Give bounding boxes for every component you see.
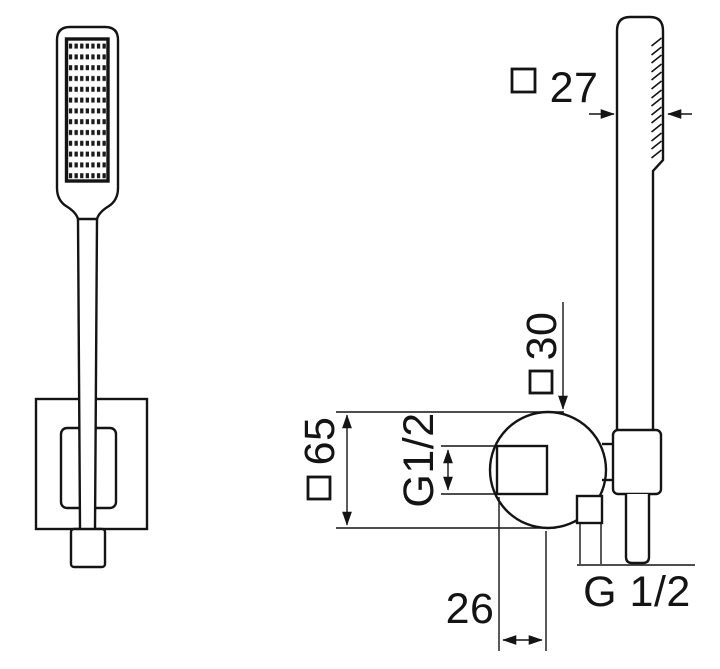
dim-outlet-height: 65: [296, 411, 564, 529]
dim-holder-size: 30: [518, 302, 568, 410]
dim-head-width-value: 27: [550, 64, 599, 112]
square-section-symbol: [306, 475, 332, 501]
dim-outlet-offset-value: 26: [446, 585, 495, 633]
dim-thread-side: G1/2: [395, 412, 495, 508]
dim-thread-outlet: G 1/2: [577, 524, 695, 616]
hose-outlet-nipple: [575, 494, 604, 525]
nozzle-hatching: [651, 37, 662, 159]
handle-bottom-cap: [624, 556, 651, 565]
dim-head-width: 27: [510, 64, 692, 119]
hose-connector-front: [69, 527, 107, 569]
dim-outlet-height-value: 65: [296, 417, 344, 466]
handle-front-fill: [78, 219, 97, 529]
handle-side-fill: [626, 494, 649, 560]
holder-cup-side: [611, 428, 663, 496]
thread-outlet-label: G 1/2: [583, 568, 691, 616]
thread-side-label: G1/2: [395, 412, 443, 507]
front-view-handshower: [34, 25, 149, 569]
square-section-symbol: [510, 67, 537, 94]
outlet-valve-body: [495, 444, 549, 496]
side-view-handshower: [488, 15, 665, 565]
dim-holder-size-value: 30: [518, 312, 566, 361]
spray-face-nozzles: [64, 37, 110, 183]
square-section-symbol: [528, 369, 554, 395]
shower-head-side: [615, 15, 665, 434]
dim-outlet-offset: 26: [446, 497, 547, 651]
